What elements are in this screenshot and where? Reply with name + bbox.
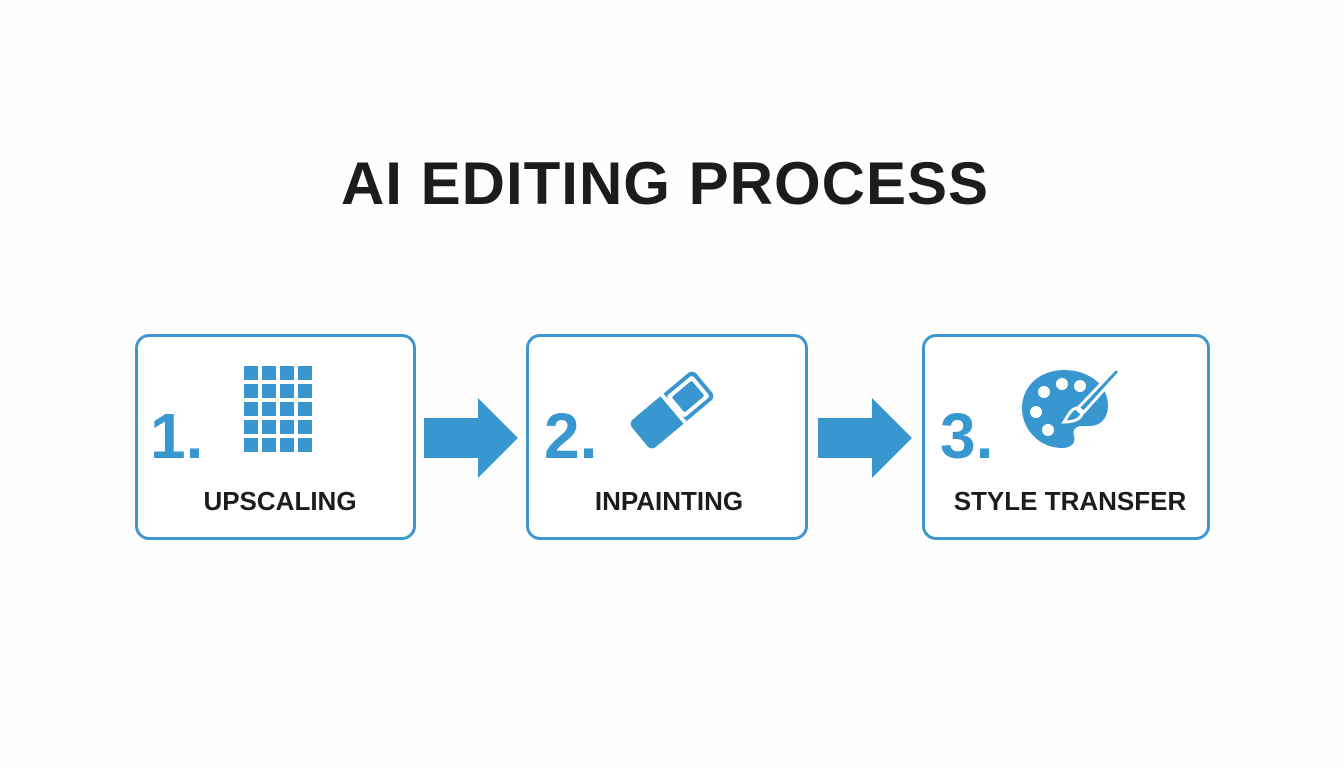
step-label-inpainting: INPAINTING <box>594 486 744 516</box>
grid-cell <box>280 438 294 452</box>
grid-cell <box>262 438 276 452</box>
step-number-1: 1. <box>150 400 204 472</box>
grid-cell <box>298 438 312 452</box>
step-label-style-transfer: STYLE TRANSFER <box>953 486 1187 516</box>
grid-cell <box>280 384 294 398</box>
grid-cell <box>244 366 258 380</box>
step-number-3: 3. <box>940 400 994 472</box>
grid-cell <box>244 384 258 398</box>
grid-cell <box>244 402 258 416</box>
grid-cell <box>298 384 312 398</box>
grid-cell <box>280 366 294 380</box>
grid-cell <box>262 384 276 398</box>
flow-arrow-1 <box>424 398 518 478</box>
grid-cell <box>244 438 258 452</box>
grid-cell <box>298 402 312 416</box>
diagram-title: AI EDITING PROCESS <box>340 150 990 217</box>
step-number-2: 2. <box>544 400 598 472</box>
grid-cell <box>262 420 276 434</box>
grid-cell <box>262 366 276 380</box>
step-label-upscaling: UPSCALING <box>203 486 357 516</box>
grid-cell <box>280 420 294 434</box>
pixel-grid-icon <box>244 366 312 452</box>
flow-arrow-2 <box>818 398 912 478</box>
grid-cell <box>280 402 294 416</box>
grid-cell <box>244 420 258 434</box>
grid-cell <box>298 420 312 434</box>
grid-cell <box>262 402 276 416</box>
grid-cell <box>298 366 312 380</box>
palette-brush-icon <box>1022 365 1122 448</box>
eraser-icon <box>630 371 714 449</box>
